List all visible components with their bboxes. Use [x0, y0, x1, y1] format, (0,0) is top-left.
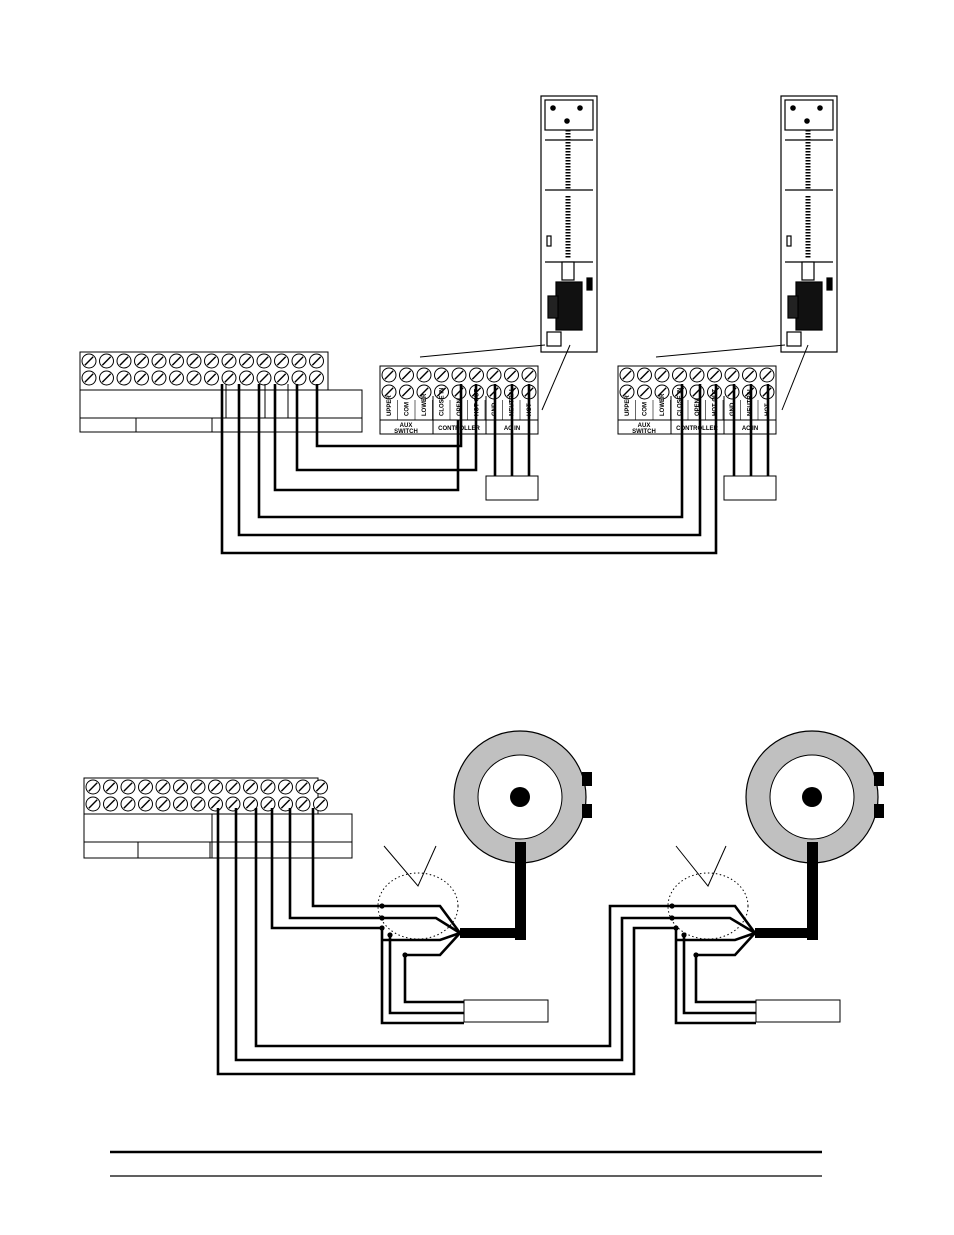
splice-callout-2: [667, 845, 749, 940]
terminal-label: CLOSE IN: [678, 388, 684, 416]
switch-label-2: SWITCH: [632, 429, 656, 435]
controller-label: CONTROLLER: [438, 426, 480, 432]
terminal-label: COM: [643, 402, 649, 416]
terminal-label: LOWER: [660, 393, 666, 416]
actuator-2: [780, 95, 838, 353]
terminal-label: UPPER: [387, 395, 393, 416]
terminal-label: UPPER: [625, 395, 631, 416]
terminal-label: LOWER: [422, 393, 428, 416]
wires-top: [220, 384, 770, 555]
power-box-3: [463, 999, 549, 1023]
power-box-1: [485, 475, 539, 501]
motor-2: [745, 730, 884, 940]
cable-motor-1: [460, 928, 525, 940]
terminal-label: COM: [405, 402, 411, 416]
motor-1: [453, 730, 592, 940]
cable-motor-2: [755, 928, 817, 940]
switch-label: SWITCH: [394, 429, 418, 435]
wires-bottom: [216, 808, 757, 1076]
leader-lines-top: [419, 344, 809, 411]
terminal-label: OPEN: [695, 399, 701, 416]
power-box-2: [723, 475, 777, 501]
power-box-4: [755, 999, 841, 1023]
controller-label-2: CONTROLLER: [676, 426, 718, 432]
main-terminal-strip-bottom: [83, 777, 353, 859]
actuator-1: [540, 95, 598, 353]
aux-label-2: AUX: [638, 423, 651, 429]
splice-dots: [379, 903, 699, 958]
terminal-label: HOT OUT: [475, 389, 481, 416]
aux-label: AUX: [400, 423, 413, 429]
terminal-label: CLOSE IN: [440, 388, 446, 416]
